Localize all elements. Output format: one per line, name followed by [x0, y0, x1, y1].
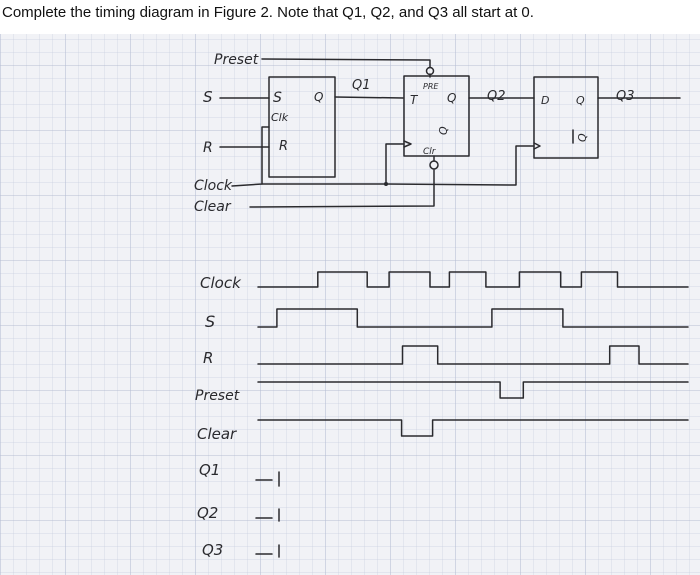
- sr-ff-q-pin: Q: [314, 90, 323, 104]
- question-text: Complete the timing diagram in Figure 2.…: [2, 4, 534, 21]
- s-input-label: S: [203, 88, 213, 106]
- preset-input-label: Preset: [214, 52, 259, 68]
- timing-label-preset: Preset: [195, 388, 240, 404]
- sr-ff-clk-pin: Clk: [271, 111, 289, 124]
- circuit-diagram: Preset S R Clock Clear S Clk R Q T PRE Q…: [194, 52, 681, 215]
- d-ff-qbar-pin: Q: [576, 133, 589, 142]
- q1-output-label: Q1: [352, 78, 371, 93]
- d-ff-q-pin: Q: [576, 94, 585, 107]
- waveforms: [257, 271, 689, 437]
- timing-label-q3: Q3: [202, 541, 223, 559]
- graph-paper-grid: [0, 34, 700, 575]
- clear-input-label: Clear: [194, 199, 232, 215]
- initial-output-marks: [255, 471, 280, 558]
- q3-output-label: Q3: [616, 89, 635, 104]
- t-ff-clr-pin: Clr: [423, 147, 437, 157]
- sr-ff-r-pin: R: [279, 139, 288, 154]
- timing-label-r: R: [203, 349, 213, 367]
- r-waveform: [257, 345, 689, 365]
- s-waveform: [257, 308, 689, 328]
- d-ff-d-pin: D: [541, 94, 549, 107]
- circuit-wires: [219, 58, 681, 208]
- timing-label-q2: Q2: [197, 504, 218, 522]
- timing-labels: Clock S R Preset Clear Q1 Q2 Q3: [195, 274, 242, 559]
- t-flipflop: [403, 75, 470, 157]
- timing-label-clear: Clear: [197, 425, 237, 443]
- clock-input-label: Clock: [194, 178, 233, 194]
- timing-label-s: S: [205, 312, 215, 331]
- timing-label-clock: Clock: [200, 274, 242, 292]
- t-ff-q-pin: Q: [447, 91, 456, 105]
- r-input-label: R: [203, 140, 213, 156]
- preset-waveform: [257, 381, 689, 399]
- d-flipflop: [533, 76, 599, 159]
- clock-waveform: [257, 271, 689, 288]
- q2-output-label: Q2: [487, 89, 506, 104]
- t-ff-t-pin: T: [410, 93, 419, 107]
- worksheet-figure: Preset S R Clock Clear S Clk R Q T PRE Q…: [0, 34, 700, 575]
- clear-waveform: [257, 419, 689, 437]
- t-ff-pre-pin: PRE: [423, 82, 439, 91]
- timing-label-q1: Q1: [199, 461, 220, 479]
- sr-ff-s-pin: S: [273, 90, 282, 106]
- t-ff-qbar-pin: Q: [437, 126, 450, 135]
